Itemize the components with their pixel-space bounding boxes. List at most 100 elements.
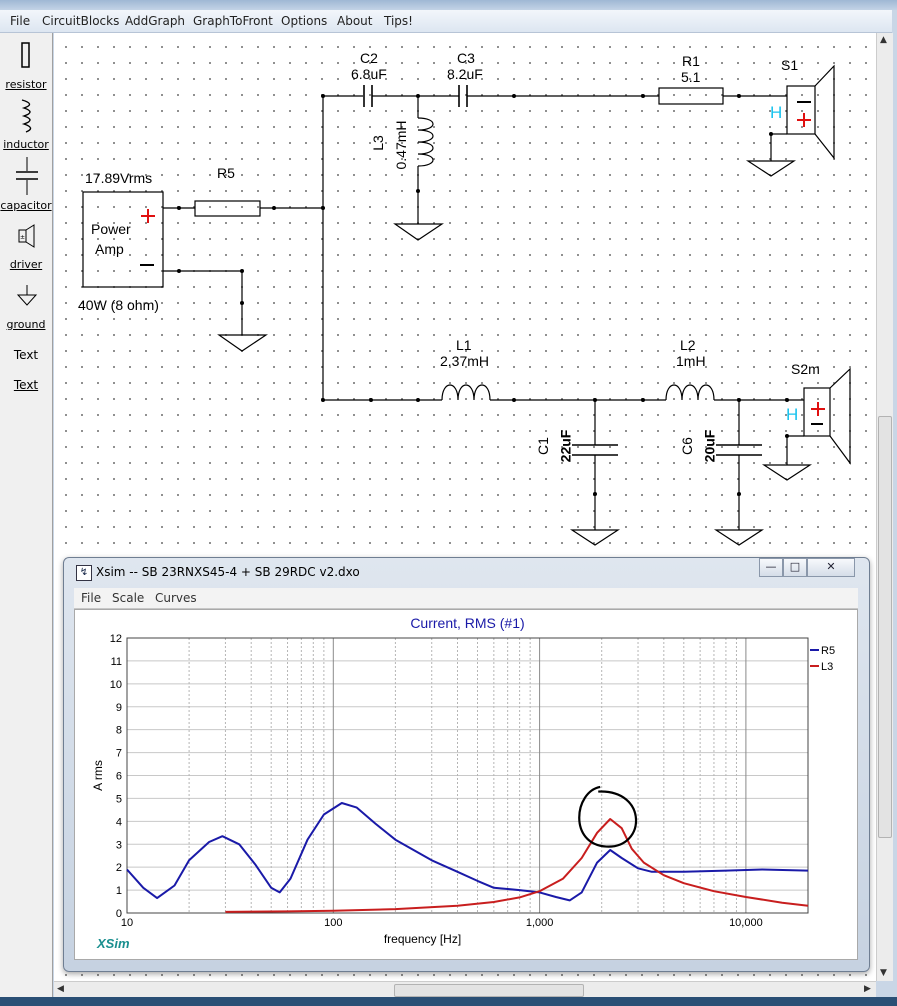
horizontal-scrollbar[interactable]: ◀ ▶	[54, 981, 876, 998]
l1-name-label: L1	[456, 337, 472, 353]
palette-label-driver[interactable]: driver	[9, 258, 43, 271]
plot-frame	[126, 637, 809, 914]
y-tick-label: 10	[110, 679, 122, 691]
vertical-scroll-thumb[interactable]	[878, 416, 892, 838]
y-tick-label: 2	[116, 862, 122, 874]
y-tick-label: 1	[116, 885, 122, 897]
y-tick-label: 4	[116, 816, 122, 828]
svg-text:±: ±	[20, 234, 25, 241]
component-palette: resistor inductor capacitor ± driver gro…	[0, 33, 53, 997]
y-tick-label: 7	[116, 748, 122, 760]
maximize-button[interactable]: □	[783, 558, 807, 577]
menu-tips[interactable]: Tips!	[384, 14, 413, 28]
main-menubar: File CircuitBlocks AddGraph GraphToFront…	[0, 10, 892, 33]
ground-s1	[745, 160, 797, 177]
r5-name-label: R5	[217, 165, 235, 181]
amp-box[interactable]	[82, 191, 164, 288]
ground-icon	[16, 285, 38, 306]
palette-label-capacitor[interactable]: capacitor	[0, 199, 52, 212]
l3-coil[interactable]	[417, 117, 434, 167]
resistor-icon	[21, 42, 30, 68]
c1-name-label: C1	[534, 437, 551, 455]
ground-c6	[713, 529, 765, 546]
y-tick-label: 5	[116, 793, 122, 805]
x-tick-label: 10,000	[729, 917, 763, 929]
x-tick-label: 1,000	[526, 917, 554, 929]
l1-coil[interactable]	[441, 384, 491, 401]
l2-name-label: L2	[680, 337, 696, 353]
x-axis-label: frequency [Hz]	[384, 932, 461, 946]
menu-addgraph[interactable]: AddGraph	[125, 14, 186, 28]
r1-body[interactable]	[658, 87, 724, 105]
ground-c1	[569, 529, 621, 546]
legend-label-r5: R5	[821, 645, 835, 657]
legend-label-l3: L3	[821, 661, 833, 673]
xsim-menu-scale[interactable]: Scale	[112, 591, 145, 605]
window-titlebar-strip	[0, 0, 897, 10]
palette-label-resistor[interactable]: resistor	[5, 78, 47, 91]
s1-h-marker: H	[770, 103, 783, 122]
l1-value-label: 2.37mH	[440, 353, 490, 369]
l2-value-label: 1mH	[676, 353, 706, 369]
close-button[interactable]: ✕	[807, 558, 855, 577]
y-tick-label: 6	[116, 771, 122, 783]
series-line-r5	[126, 802, 809, 902]
menu-circuitblocks[interactable]: CircuitBlocks	[42, 14, 120, 28]
minimize-button[interactable]: —	[759, 558, 783, 577]
series-line-l3	[225, 818, 809, 913]
c6-value-label: 20uF	[701, 429, 718, 463]
c1-value-label: 22uF	[557, 429, 574, 463]
menu-options[interactable]: Options	[281, 14, 328, 28]
c3-value-label: 8.2uF	[447, 66, 483, 82]
r1-name-label: R1	[682, 53, 700, 69]
x-tick-label: 100	[324, 917, 342, 929]
palette-label-ground[interactable]: ground	[6, 318, 46, 331]
schematic-wiring	[82, 64, 851, 546]
palette-label-text[interactable]: Text	[13, 378, 39, 392]
s2m-h-marker: H	[786, 405, 799, 424]
inductor-icon	[21, 99, 32, 133]
scroll-down-icon[interactable]: ▼	[880, 968, 887, 978]
xsim-window-title: Xsim -- SB 23RNXS45-4 + SB 29RDC v2.dxo	[96, 565, 360, 579]
ground-amp	[217, 334, 268, 352]
y-tick-label: 9	[116, 702, 122, 714]
c3-name-label: C3	[457, 50, 475, 66]
menu-about[interactable]: About	[337, 14, 373, 28]
l3-name-label: L3	[369, 135, 386, 151]
palette-text-glyph[interactable]: Text	[13, 348, 39, 362]
menu-graphtofront[interactable]: GraphToFront	[193, 14, 273, 28]
r1-value-label: 5.1	[681, 69, 701, 85]
driver-icon: ±	[18, 224, 35, 248]
y-axis-label: A rms	[91, 760, 105, 791]
xsim-graph-window[interactable]: ↯ Xsim -- SB 23RNXS45-4 + SB 29RDC v2.dx…	[63, 557, 870, 972]
xsim-menubar: File Scale Curves	[74, 588, 858, 609]
y-tick-label: 11	[111, 656, 122, 668]
xsim-menu-file[interactable]: File	[81, 591, 102, 605]
x-tick-label: 10	[121, 917, 133, 929]
scroll-up-icon[interactable]: ▲	[880, 35, 887, 45]
ground-l3	[393, 223, 444, 241]
c2-name-label: C2	[360, 50, 378, 66]
amp-voltage-label: 17.89Vrms	[85, 170, 153, 186]
y-tick-label: 12	[110, 633, 122, 645]
scroll-left-icon[interactable]: ◀	[57, 984, 64, 994]
l2-coil[interactable]	[665, 384, 715, 401]
s2m-name-label: S2m	[791, 361, 820, 377]
menu-file[interactable]: File	[10, 14, 31, 28]
c6-name-label: C6	[678, 437, 695, 455]
annotation-circle	[578, 785, 638, 848]
xsim-menu-curves[interactable]: Curves	[155, 591, 197, 605]
ground-s2m	[761, 464, 813, 481]
y-tick-label: 8	[116, 725, 122, 737]
horizontal-scroll-thumb[interactable]	[394, 984, 584, 997]
chart-title: Current, RMS (#1)	[410, 615, 524, 631]
y-tick-label: 0	[116, 908, 122, 920]
amp-name-line2: Amp	[95, 241, 124, 257]
vertical-scrollbar[interactable]: ▲ ▼	[876, 33, 893, 981]
r5-body[interactable]	[194, 200, 261, 217]
capacitor-icon	[16, 157, 38, 195]
scroll-right-icon[interactable]: ▶	[864, 984, 871, 994]
l3-value-label: 0.47mH	[393, 120, 409, 170]
palette-label-inductor[interactable]: inductor	[3, 138, 49, 151]
